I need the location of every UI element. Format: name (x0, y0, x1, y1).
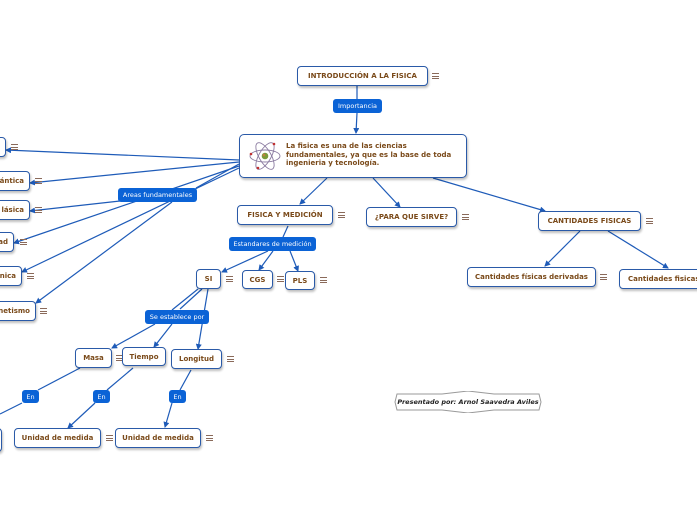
en-label-3[interactable]: En (169, 390, 186, 403)
menu-icon[interactable] (432, 73, 439, 79)
menu-icon[interactable] (20, 239, 27, 245)
si-node[interactable]: SI (196, 269, 221, 289)
presented-by-text: Presentado por: Arnol Saavedra Aviles (397, 398, 539, 406)
pls-node[interactable]: PLS (285, 271, 315, 290)
longitud-node[interactable]: Longitud (171, 349, 222, 369)
estandares-label[interactable]: Estandares de medición (229, 237, 316, 251)
intro-node[interactable]: INTRODUCCIÓN A LA FISICA (297, 66, 428, 86)
menu-icon[interactable] (40, 308, 47, 314)
menu-icon[interactable] (206, 435, 213, 441)
fisica-medicion-node[interactable]: FISICA Y MEDICIÓN (237, 205, 333, 225)
cgs-node[interactable]: CGS (242, 270, 273, 289)
se-establece-label[interactable]: Se establece por (145, 310, 209, 324)
menu-icon[interactable] (462, 214, 469, 220)
menu-icon[interactable] (226, 276, 233, 282)
atom-icon (249, 142, 281, 170)
cantidades-fisicas-node[interactable]: CANTIDADES FISICAS (538, 211, 641, 231)
left-unit-node[interactable] (0, 428, 2, 452)
menu-icon[interactable] (320, 277, 327, 283)
en-label-1[interactable]: En (22, 390, 39, 403)
importancia-label[interactable]: Importancia (333, 99, 382, 113)
menu-icon[interactable] (27, 273, 34, 279)
left-area-node-6[interactable]: netismo (0, 301, 36, 321)
areas-fundamentales-label[interactable]: Areas fundamentales (118, 188, 197, 202)
en-label-2[interactable]: En (93, 390, 110, 403)
left-area-node-1[interactable] (0, 137, 6, 157)
cantidades-fisicas-child-node[interactable]: Cantidades fisicas (619, 269, 697, 289)
central-text: La fisica es una de las ciencias fundame… (286, 142, 452, 167)
masa-node[interactable]: Masa (75, 348, 112, 368)
menu-icon[interactable] (106, 435, 113, 441)
central-node[interactable]: La fisica es una de las ciencias fundame… (239, 134, 467, 178)
left-area-node-4[interactable]: ad (0, 232, 14, 252)
menu-icon[interactable] (338, 212, 345, 218)
menu-icon[interactable] (646, 218, 653, 224)
menu-icon[interactable] (11, 144, 18, 150)
menu-icon[interactable] (116, 355, 123, 361)
left-area-node-2[interactable]: ántica (0, 171, 30, 191)
para-que-sirve-node[interactable]: ¿PARA QUE SIRVE? (366, 207, 457, 227)
unidad-medida-node-2[interactable]: Unidad de medida (115, 428, 201, 448)
menu-icon[interactable] (35, 207, 42, 213)
menu-icon[interactable] (35, 178, 42, 184)
presented-by-node[interactable]: Presentado por: Arnol Saavedra Aviles (394, 391, 542, 413)
menu-icon[interactable] (600, 274, 607, 280)
hexagon-shape (394, 391, 542, 413)
menu-icon[interactable] (277, 276, 284, 282)
unidad-medida-node-1[interactable]: Unidad de medida (14, 428, 101, 448)
cantidades-derivadas-node[interactable]: Cantidades físicas derivadas (467, 267, 596, 287)
tiempo-node[interactable]: Tiempo (122, 347, 166, 366)
menu-icon[interactable] (227, 356, 234, 362)
left-area-node-5[interactable]: nica (0, 266, 22, 286)
left-area-node-3[interactable]: lásica (0, 200, 30, 220)
